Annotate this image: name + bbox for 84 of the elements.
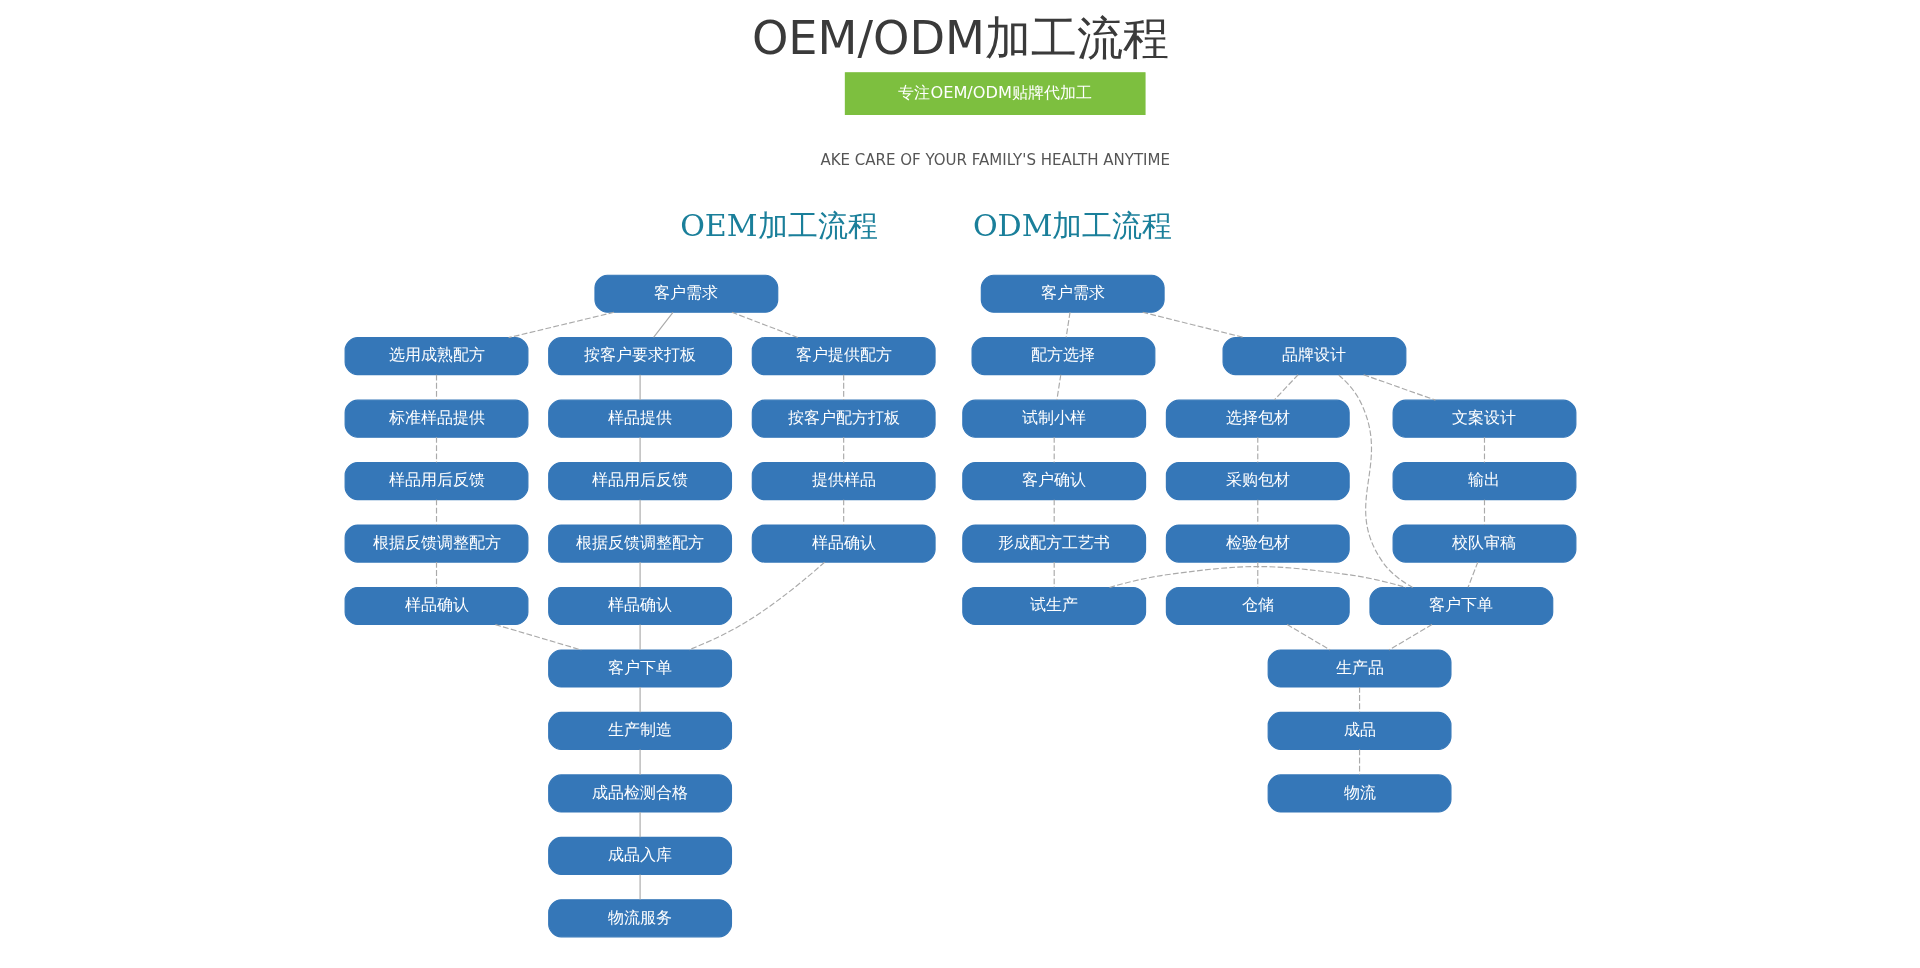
- node-box: 样品确认: [547, 586, 732, 626]
- node-box: 检验包材: [1165, 524, 1350, 563]
- connector: [435, 374, 437, 401]
- connector: [1483, 499, 1485, 526]
- node-box: 客户需求: [980, 274, 1165, 313]
- node-box: 生产品: [1267, 649, 1451, 688]
- node-box: 成品检测合格: [547, 774, 732, 813]
- node-box: 根据反馈调整配方: [344, 524, 528, 563]
- node-box: 按客户要求打板: [547, 337, 732, 376]
- connector: [842, 499, 844, 526]
- node-box: 生产制造: [547, 711, 732, 751]
- connector: [1053, 499, 1055, 526]
- node-box: 文案设计: [1392, 399, 1576, 438]
- node-box: 样品用后反馈: [547, 462, 732, 501]
- connector: [1387, 624, 1432, 651]
- connector: [639, 811, 641, 838]
- node-box: 校队审稿: [1392, 524, 1576, 563]
- connector: [1273, 374, 1299, 401]
- node-box: 物流服务: [547, 899, 732, 938]
- node-box: 客户下单: [1368, 586, 1553, 626]
- node-box: 物流: [1267, 774, 1451, 813]
- connector: [435, 499, 437, 526]
- connector: [1053, 561, 1055, 588]
- node-box: 输出: [1392, 462, 1576, 501]
- connector: [687, 561, 825, 651]
- label: ODM加工流程: [972, 207, 1172, 243]
- connector: [1108, 565, 1407, 588]
- node-box: 样品用后反馈: [344, 462, 528, 501]
- diagram-title: OEM/ODM加工流程: [751, 11, 1169, 66]
- connector: [1467, 561, 1478, 588]
- connector: [639, 374, 641, 401]
- node-box: 成品: [1267, 711, 1451, 751]
- connector: [1256, 499, 1258, 526]
- connector: [507, 311, 615, 339]
- node-box: 采购包材: [1165, 462, 1350, 501]
- connector: [1286, 624, 1331, 651]
- node-box: 按客户配方打板: [751, 399, 936, 438]
- node-box: 形成配方工艺书: [961, 524, 1146, 563]
- node-box: 客户确认: [961, 462, 1146, 501]
- connector: [435, 561, 437, 588]
- connector: [639, 873, 641, 901]
- node-box: 专注OEM/ODM贴牌代加工: [844, 72, 1146, 115]
- node-box: 标准样品提供: [344, 399, 528, 438]
- connector: [1358, 686, 1360, 713]
- node-box: 客户下单: [547, 649, 732, 688]
- connector: [639, 624, 641, 651]
- node-box: 选择包材: [1165, 399, 1350, 438]
- connector: [1362, 374, 1436, 401]
- connector: [435, 436, 437, 463]
- node-box: 提供样品: [751, 462, 936, 501]
- label: OEM加工流程: [679, 207, 878, 243]
- connector: [639, 561, 641, 588]
- connector: [842, 374, 844, 401]
- connector: [1256, 561, 1258, 588]
- connector: [494, 624, 582, 651]
- connector: [1055, 374, 1061, 401]
- node-box: 试制小样: [961, 399, 1146, 438]
- node-box: 客户提供配方: [751, 337, 936, 376]
- connector: [730, 311, 799, 339]
- label: AKE CARE OF YOUR FAMILY'S HEALTH ANYTIME: [819, 150, 1170, 169]
- connector: [842, 436, 844, 463]
- node-box: 仓储: [1165, 586, 1350, 626]
- connector: [1337, 374, 1413, 588]
- node-box: 试生产: [961, 586, 1146, 626]
- node-box: 品牌设计: [1222, 337, 1406, 376]
- connector: [652, 311, 674, 339]
- connector: [1065, 311, 1071, 339]
- connector: [1483, 436, 1485, 463]
- node-box: 样品提供: [547, 399, 732, 438]
- node-box: 成品入库: [547, 836, 732, 875]
- connector: [1053, 436, 1055, 463]
- node-box: 选用成熟配方: [344, 337, 528, 376]
- connector: [1358, 748, 1360, 776]
- connector: [639, 748, 641, 776]
- connector: [639, 499, 641, 526]
- node-box: 客户需求: [593, 274, 778, 313]
- node-box: 样品确认: [751, 524, 936, 563]
- connector: [639, 436, 641, 463]
- node-box: 配方选择: [971, 337, 1155, 376]
- node-box: 样品确认: [344, 586, 528, 626]
- node-box: 根据反馈调整配方: [547, 524, 732, 563]
- connector: [1141, 311, 1245, 339]
- connector: [1256, 436, 1258, 463]
- connector: [639, 686, 641, 713]
